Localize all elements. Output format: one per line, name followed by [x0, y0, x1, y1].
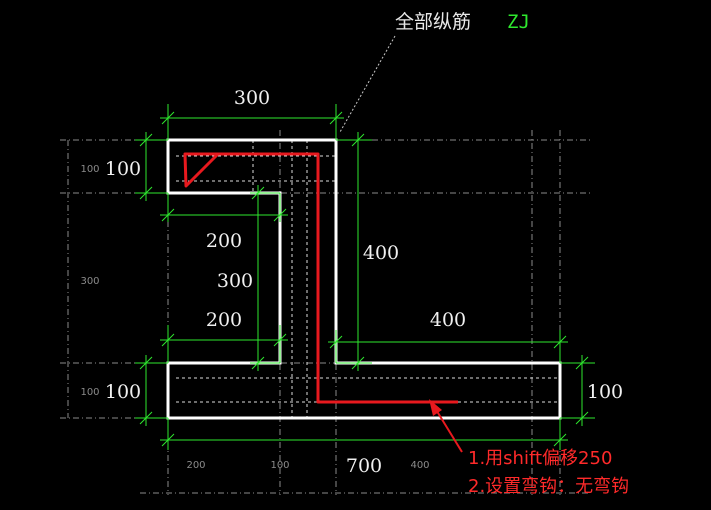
grid-label-left-top: 100 [80, 164, 99, 175]
note-line-1: 1.用shift偏移250 [468, 448, 612, 469]
longitudinal-rebar [183, 152, 458, 404]
title-leader-line [339, 35, 396, 133]
drawing-title: 全部纵筋 [395, 11, 471, 33]
dim-top-flange-height: 100 [105, 158, 141, 180]
grid-label-bottom-b: 100 [270, 460, 289, 471]
grid-label-left-bottom: 100 [80, 387, 99, 398]
grid-label-bottom-c: 400 [410, 460, 429, 471]
grid-label-left-mid: 300 [80, 276, 99, 287]
dim-bottom-flange-height: 100 [105, 381, 141, 403]
dim-web-offset-upper: 200 [206, 230, 242, 252]
dim-web-offset-lower: 200 [206, 309, 242, 331]
dim-right-height: 400 [363, 242, 399, 264]
grid-label-bottom-a: 200 [186, 460, 205, 471]
dim-bottom-total-width: 700 [346, 455, 382, 477]
dim-bottom-right-width: 400 [430, 309, 466, 331]
annotation-arrow [429, 399, 463, 453]
drawing-code: ZJ [507, 11, 530, 33]
dimension-lines [135, 104, 595, 450]
dim-top-width: 300 [234, 87, 270, 109]
note-line-2: 2.设置弯钩：无弯钩 [468, 476, 629, 497]
dim-web-height: 300 [217, 270, 253, 292]
dim-bottom-flange-height-right: 100 [587, 381, 623, 403]
